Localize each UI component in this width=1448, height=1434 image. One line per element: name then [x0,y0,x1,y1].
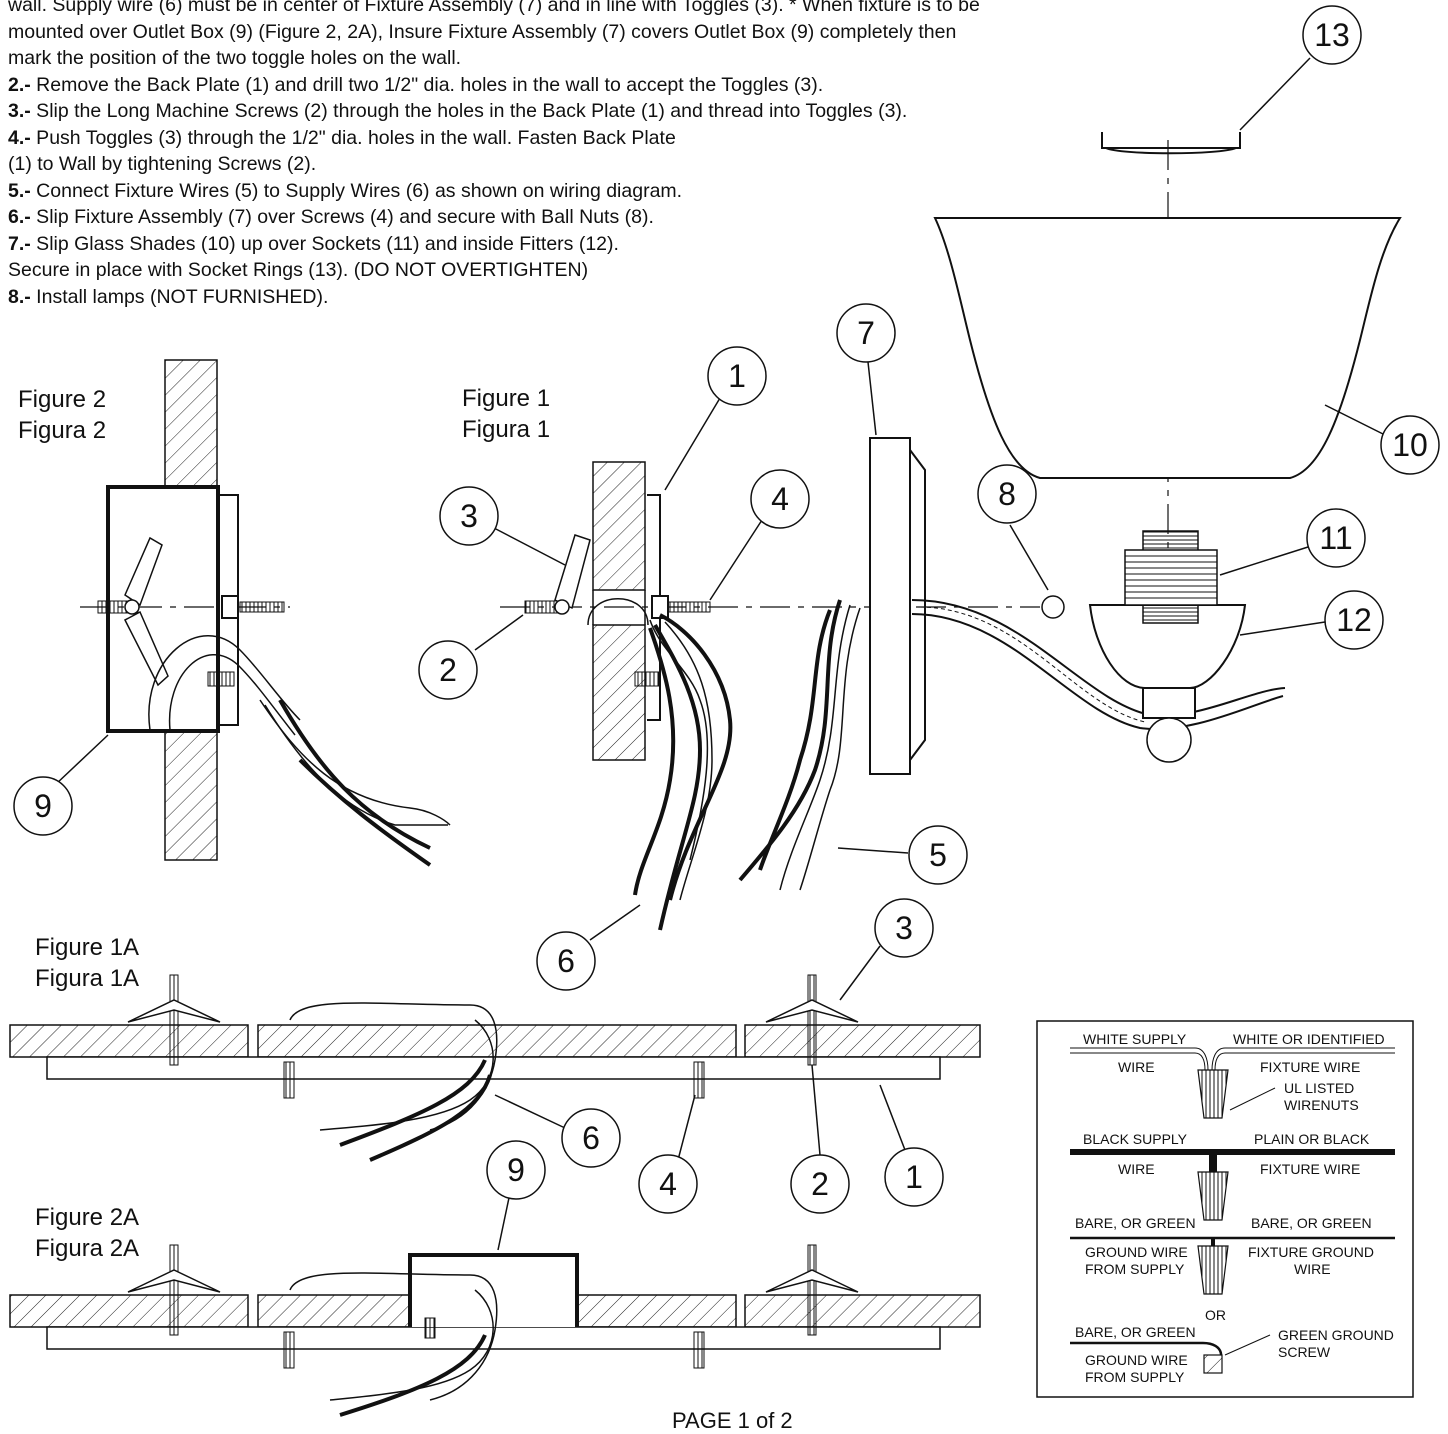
callout-2: 2 [439,652,457,688]
instruction-line: (1) to Wall by tightening Screws (2). [8,151,1128,178]
figure-2-label: Figure 2 [18,386,106,413]
ground-screw-label: SCREW [1278,1344,1331,1360]
ball-nut [1041,595,1065,619]
white-fixture-label: WHITE OR IDENTIFIED [1233,1031,1385,1047]
step-text: Remove the Back Plate (1) and drill two … [30,73,824,96]
callout-4: 4 [659,1166,677,1202]
wall-section [592,461,646,591]
figure-2a-label: Figure 2A [35,1204,139,1231]
step-text: mounted over Outlet Box (9) (Figure 2, 2… [8,20,957,43]
ground-supply-label: BARE, OR GREEN [1075,1324,1196,1340]
ground-supply-label: BARE, OR GREEN [1075,1215,1196,1231]
ground-supply-label: GROUND WIRE [1085,1352,1188,1368]
callout-1: 1 [728,358,746,394]
step-text: Push Toggles (3) through the 1/2" dia. h… [30,126,676,149]
callout-9: 9 [507,1152,525,1188]
instruction-line: mounted over Outlet Box (9) (Figure 2, 2… [8,19,1128,46]
figure-1-drawing: Figure 1 Figura 1 [462,385,1040,931]
callout-6: 6 [582,1120,600,1156]
fixture-assembly-drawing [738,132,1402,891]
instruction-line: 6.- Slip Fixture Assembly (7) over Screw… [8,204,1128,231]
callout-4: 4 [771,481,789,517]
figure-1-label-es: Figura 1 [462,416,550,443]
ground-supply-label: GROUND WIRE [1085,1244,1188,1260]
figure-2a-label-es: Figura 2A [35,1235,139,1262]
glass-shade [933,217,1402,479]
step-number: 8.- [8,285,31,308]
or-label: OR [1205,1307,1226,1323]
step-text: mark the position of the two toggle hole… [8,47,462,69]
instruction-line: 8.- Install lamps (NOT FURNISHED). [8,284,1128,311]
black-supply-label: WIRE [1118,1161,1155,1177]
instructions-text: wall. Supply wire (6) must be in center … [8,0,1128,310]
callout-7: 7 [857,315,875,351]
callout-13: 13 [1314,17,1350,53]
white-fixture-label: FIXTURE WIRE [1260,1059,1360,1075]
instruction-line: 4.- Push Toggles (3) through the 1/2" di… [8,125,1128,152]
callout-3: 3 [895,910,913,946]
wirenuts-label: WIRENUTS [1284,1097,1359,1113]
black-fixture-label: PLAIN OR BLACK [1254,1131,1370,1147]
wiring-diagram: WHITE SUPPLY WIRE WHITE OR IDENTIFIED FI… [1036,1020,1414,1398]
step-text: Slip Glass Shades (10) up over Sockets (… [30,232,619,255]
figure-1a-label: Figure 1A [35,934,139,961]
callout-3: 3 [460,498,478,534]
step-text: Connect Fixture Wires (5) to Supply Wire… [30,179,683,202]
step-number: 3.- [8,100,31,122]
step-number: 5.- [8,179,31,202]
step-text: Slip Fixture Assembly (7) over Screws (4… [30,206,654,228]
white-supply-label: WHITE SUPPLY [1083,1031,1187,1047]
black-fixture-label: FIXTURE WIRE [1260,1161,1360,1177]
callout-9: 9 [34,788,52,824]
step-number: 2.- [8,73,31,96]
wirenuts-label: UL LISTED [1284,1080,1354,1096]
figure-2-label-es: Figura 2 [18,417,106,444]
page-footer: PAGE 1 of 2 [672,1408,793,1433]
instruction-line: 3.- Slip the Long Machine Screws (2) thr… [8,98,1128,125]
instruction-line: mark the position of the two toggle hole… [8,45,1128,72]
ground-fixture-label: BARE, OR GREEN [1251,1215,1372,1231]
step-text: Secure in place with Socket Rings (13). … [8,259,589,281]
instruction-line: 2.- Remove the Back Plate (1) and drill … [8,72,1128,99]
callout-8: 8 [998,476,1016,512]
step-number: 7.- [8,232,31,255]
figure-2a-drawing: Figure 2A Figura 2A [9,1204,981,1417]
figure-2-drawing: Figure 2 Figura 2 [18,359,451,867]
socket-ring [1101,132,1241,155]
ground-supply-label: FROM SUPPLY [1085,1369,1185,1385]
ground-fixture-label: WIRE [1294,1261,1331,1277]
black-supply-label: BLACK SUPPLY [1083,1131,1188,1147]
callout-12: 12 [1336,602,1372,638]
instruction-line: wall. Supply wire (6) must be in center … [8,0,1128,19]
step-number: 4.- [8,126,31,149]
step-text: Install lamps (NOT FURNISHED). [30,285,329,308]
callout-10: 10 [1392,427,1428,463]
figure-1a-label-es: Figura 1A [35,965,139,992]
ground-supply-label: FROM SUPPLY [1085,1261,1185,1277]
step-number: 6.- [8,206,31,228]
leader-lines [54,57,1386,1251]
callout-6: 6 [557,943,575,979]
step-text: wall. Supply wire (6) must be in center … [8,0,980,16]
ground-fixture-label: FIXTURE GROUND [1248,1244,1374,1260]
ground-screw-label: GREEN GROUND [1278,1327,1394,1343]
fixture-canopy [869,437,911,775]
step-text: Slip the Long Machine Screws (2) through… [30,100,908,122]
instruction-line: 7.- Slip Glass Shades (10) up over Socke… [8,231,1128,258]
figure-1a-drawing: Figure 1A Figura 1A [9,934,981,1162]
white-supply-label: WIRE [1118,1059,1155,1075]
step-text: (1) to Wall by tightening Screws (2). [8,153,317,175]
instruction-line: Secure in place with Socket Rings (13). … [8,257,1128,284]
callout-2: 2 [811,1166,829,1202]
figure-1-label: Figure 1 [462,385,550,412]
instruction-line: 5.- Connect Fixture Wires (5) to Supply … [8,178,1128,205]
callout-11: 11 [1319,520,1352,556]
callout-1: 1 [905,1159,923,1195]
callout-5: 5 [929,837,947,873]
